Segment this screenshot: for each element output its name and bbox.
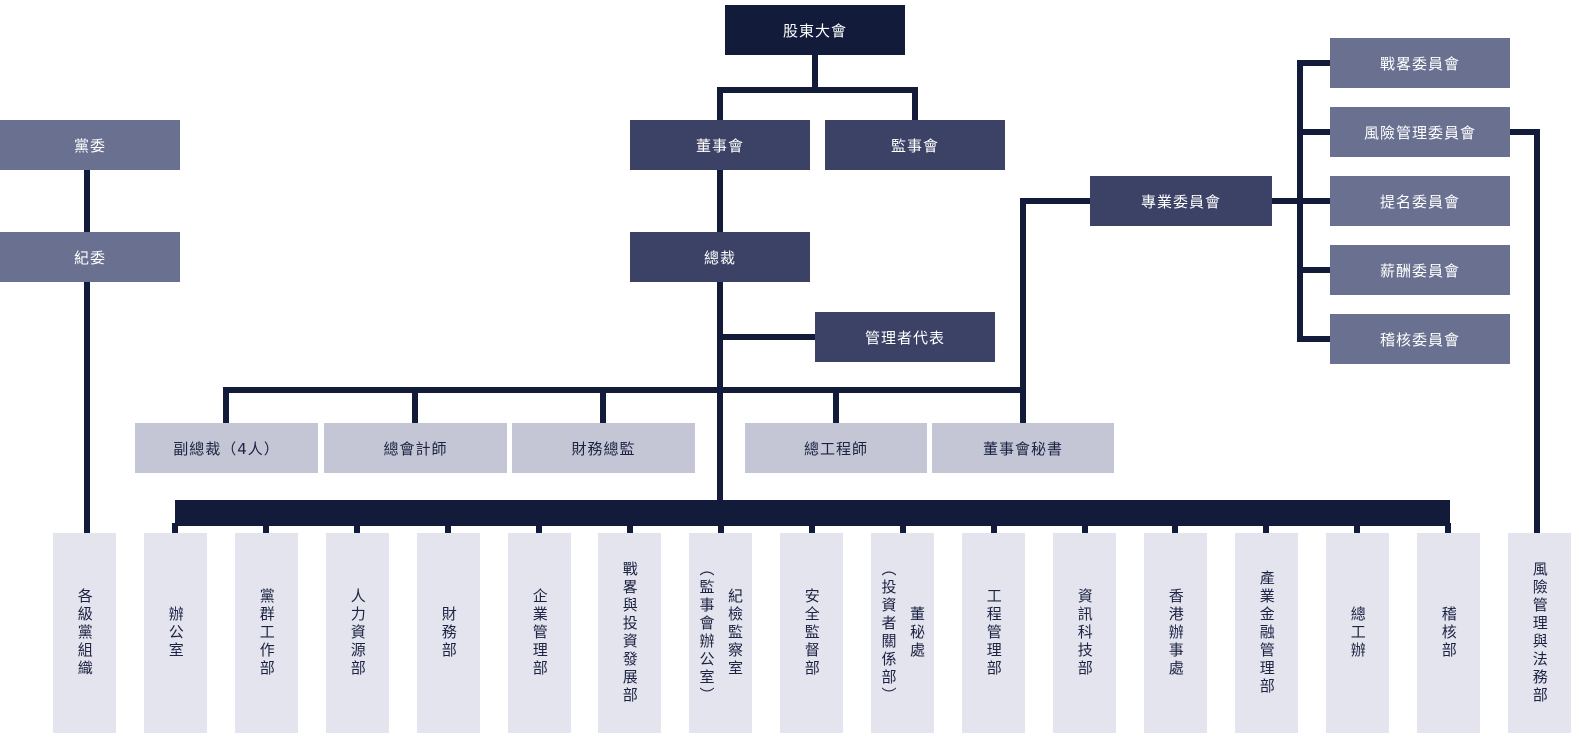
node-dept-party-organizations: 各級黨組織 bbox=[53, 533, 116, 733]
department-bus-bar bbox=[175, 500, 1450, 526]
node-dept-party-mass-work: 黨群工作部 bbox=[235, 533, 298, 733]
node-dept-discipline-inspection: 紀檢監察室 （監事會辦公室） bbox=[689, 533, 752, 733]
node-chief-accountant: 總會計師 bbox=[324, 423, 507, 473]
node-dept-office: 辦公室 bbox=[144, 533, 207, 733]
node-dept-engineering-management: 工程管理部 bbox=[962, 533, 1025, 733]
connector bbox=[717, 87, 918, 93]
node-professional-committees: 專業委員會 bbox=[1090, 176, 1272, 226]
node-vice-presidents: 副總裁（4人） bbox=[135, 423, 318, 473]
node-dept-finance: 財務部 bbox=[417, 533, 480, 733]
connector bbox=[1297, 60, 1303, 342]
node-president: 總裁 bbox=[630, 232, 810, 282]
connector bbox=[1297, 129, 1330, 135]
connector bbox=[1297, 60, 1330, 66]
node-dept-chief-engineer-office: 總工辦 bbox=[1326, 533, 1389, 733]
connector bbox=[718, 523, 724, 533]
connector bbox=[412, 387, 418, 423]
node-chief-engineer: 總工程師 bbox=[745, 423, 927, 473]
connector bbox=[717, 170, 723, 232]
connector bbox=[354, 523, 360, 533]
node-supervisory-board: 監事會 bbox=[825, 120, 1005, 170]
node-nomination-committee: 提名委員會 bbox=[1330, 176, 1510, 226]
connector bbox=[223, 387, 1026, 393]
node-dept-strategy-investment: 戰畧與投資發展部 bbox=[598, 533, 661, 733]
connector bbox=[1082, 523, 1088, 533]
node-strategy-committee: 戰畧委員會 bbox=[1330, 38, 1510, 88]
connector bbox=[1020, 198, 1090, 204]
node-dept-hong-kong-office: 香港辦事處 bbox=[1144, 533, 1207, 733]
connector bbox=[833, 387, 839, 423]
connector bbox=[1354, 523, 1360, 533]
node-discipline-committee: 紀委 bbox=[0, 232, 180, 282]
connector bbox=[900, 523, 906, 533]
connector bbox=[84, 282, 90, 533]
node-dept-enterprise-management: 企業管理部 bbox=[508, 533, 571, 733]
node-remuneration-committee: 薪酬委員會 bbox=[1330, 245, 1510, 295]
node-dept-audit: 稽核部 bbox=[1417, 533, 1480, 733]
connector bbox=[1297, 336, 1330, 342]
node-finance-director: 財務總監 bbox=[512, 423, 695, 473]
connector bbox=[1510, 129, 1540, 135]
node-dept-human-resources: 人力資源部 bbox=[326, 533, 389, 733]
node-risk-management-committee: 風險管理委員會 bbox=[1330, 107, 1510, 157]
connector bbox=[991, 523, 997, 533]
node-audit-committee: 稽核委員會 bbox=[1330, 314, 1510, 364]
connector bbox=[1263, 523, 1269, 533]
connector bbox=[1534, 129, 1540, 533]
node-dept-risk-legal: 風險管理與法務部 bbox=[1508, 533, 1571, 733]
node-party-committee: 黨委 bbox=[0, 120, 180, 170]
connector bbox=[812, 55, 818, 93]
node-board-secretary: 董事會秘書 bbox=[932, 423, 1114, 473]
connector bbox=[445, 523, 451, 533]
connector bbox=[223, 387, 229, 423]
node-dept-board-secretariat: 董秘處 （投資者關係部） bbox=[871, 533, 934, 733]
connector bbox=[536, 523, 542, 533]
connector bbox=[1172, 523, 1178, 533]
node-dept-safety-supervision: 安全監督部 bbox=[780, 533, 843, 733]
node-management-representative: 管理者代表 bbox=[815, 312, 995, 362]
connector bbox=[809, 523, 815, 533]
node-dept-information-technology: 資訊科技部 bbox=[1053, 533, 1116, 733]
connector bbox=[717, 87, 723, 120]
connector bbox=[1445, 523, 1451, 533]
node-shareholders-meeting: 股東大會 bbox=[725, 5, 905, 55]
connector bbox=[600, 387, 606, 423]
connector bbox=[172, 523, 178, 533]
connector bbox=[84, 170, 90, 232]
connector bbox=[1297, 267, 1330, 273]
connector bbox=[1020, 198, 1026, 423]
connector bbox=[720, 334, 815, 340]
node-board-of-directors: 董事會 bbox=[630, 120, 810, 170]
node-dept-industrial-finance: 產業金融管理部 bbox=[1235, 533, 1298, 733]
connector bbox=[912, 87, 918, 120]
connector bbox=[627, 523, 633, 533]
connector bbox=[263, 523, 269, 533]
